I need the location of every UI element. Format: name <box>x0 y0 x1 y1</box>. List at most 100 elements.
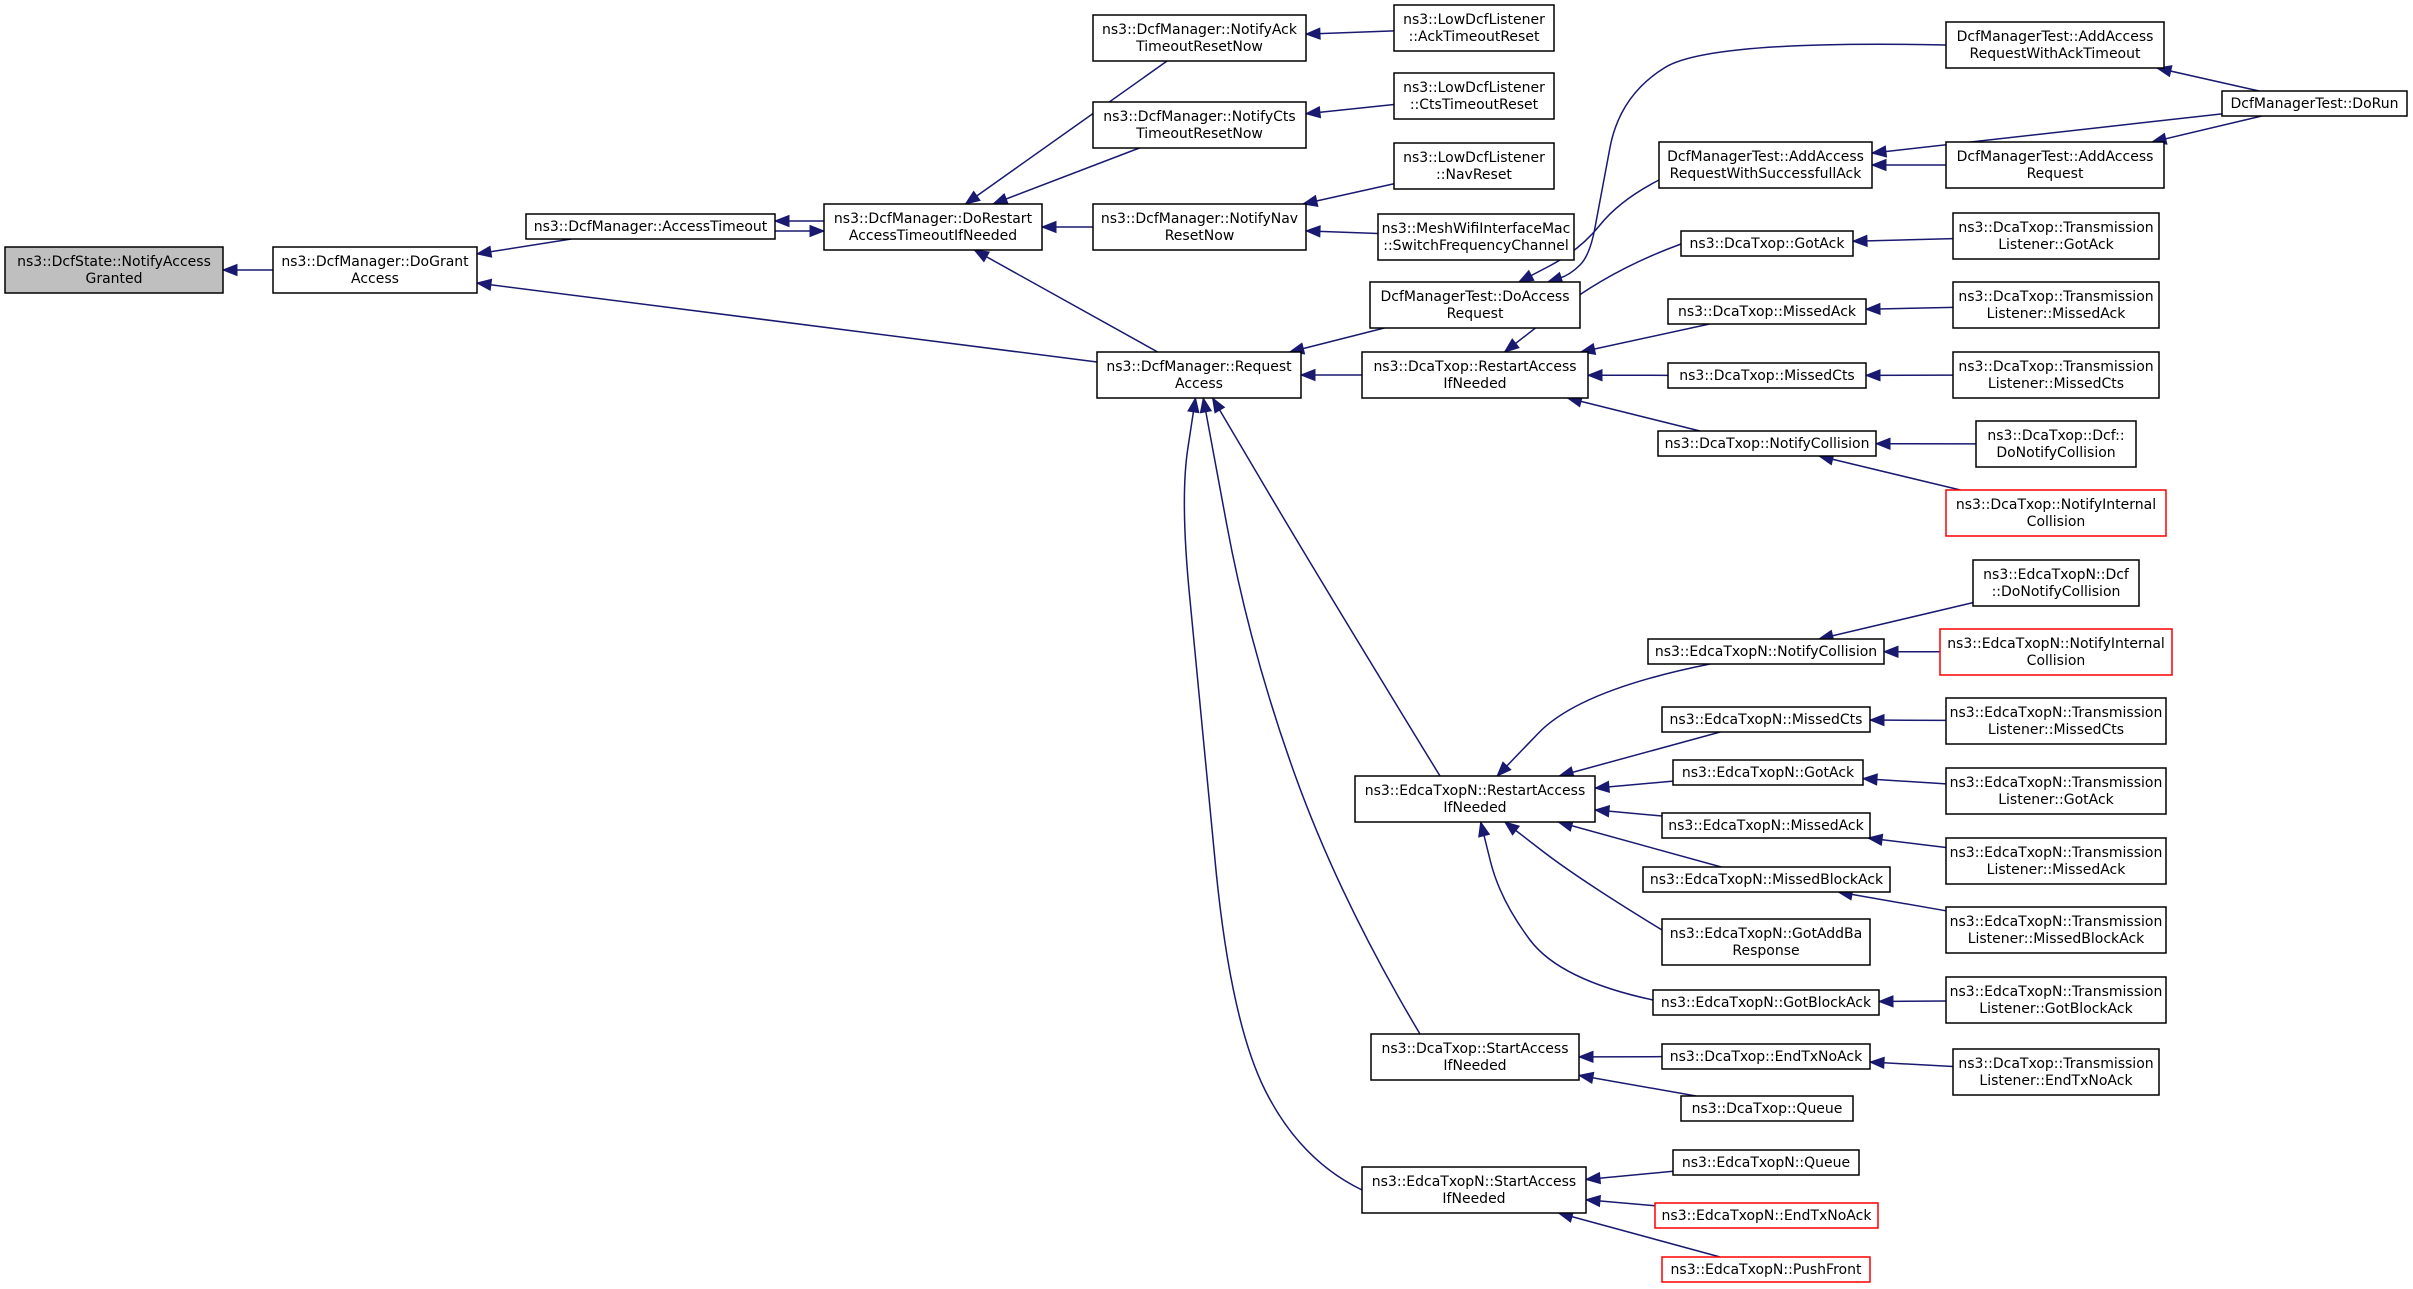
node-accessTimeout[interactable]: ns3::DcfManager::AccessTimeout <box>525 213 776 240</box>
node-edcaMissedBlock[interactable]: ns3::EdcaTxopN::MissedBlockAck <box>1642 866 1891 893</box>
edge-arrowhead <box>1496 761 1512 777</box>
node-dcaTlGotAck[interactable]: ns3::DcaTxop::TransmissionListener::GotA… <box>1952 212 2160 260</box>
edge-arrowhead <box>991 192 1009 205</box>
node-edcaNotifyColl[interactable]: ns3::EdcaTxopN::NotifyCollision <box>1647 638 1885 665</box>
node-edcaDcfColl[interactable]: ns3::EdcaTxopN::Dcf::DoNotifyCollision <box>1972 559 2140 607</box>
node-box <box>1377 213 1575 261</box>
node-label-line: Listener::GotAck <box>1998 237 2114 253</box>
node-box <box>1945 976 2167 1024</box>
edge-line <box>1504 821 1663 931</box>
node-box <box>1975 420 2137 468</box>
edge-mesh-to-notifyNav <box>1304 225 1379 238</box>
node-dcaNotifyColl[interactable]: ns3::DcaTxop::NotifyCollision <box>1657 430 1877 457</box>
edge-edcaMissedCts-to-edcaRestart <box>1557 731 1721 779</box>
node-edcaTlMissedBlock[interactable]: ns3::EdcaTxopN::TransmissionListener::Mi… <box>1945 906 2167 954</box>
node-edcaTlGotAck[interactable]: ns3::EdcaTxopN::TransmissionListener::Go… <box>1945 767 2167 815</box>
node-label-line: IfNeeded <box>1443 376 1506 392</box>
node-edcaTlGotBlock[interactable]: ns3::EdcaTxopN::TransmissionListener::Go… <box>1945 976 2167 1024</box>
node-edcaQueue[interactable]: ns3::EdcaTxopN::Queue <box>1672 1149 1860 1176</box>
edge-arrowhead <box>1211 396 1226 414</box>
edge-line <box>1305 103 1395 115</box>
edge-arrowhead <box>1586 368 1603 382</box>
edge-doGrant-to-root <box>221 263 273 277</box>
node-notifyCts[interactable]: ns3::DcfManager::NotifyCtsTimeoutResetNo… <box>1092 101 1307 149</box>
node-dcaQueue[interactable]: ns3::DcaTxop::Queue <box>1680 1095 1854 1122</box>
node-box <box>1945 767 2167 815</box>
edge-arrowhead <box>1874 437 1891 450</box>
node-label-line: RequestWithSuccessfullAck <box>1670 166 1863 182</box>
node-box <box>1393 4 1555 52</box>
node-label-line: ns3::EdcaTxopN::StartAccess <box>1372 1174 1576 1190</box>
node-dcaEndTx[interactable]: ns3::DcaTxop::EndTxNoAck <box>1661 1043 1871 1070</box>
node-label-line: DcfManagerTest::DoAccess <box>1380 289 1569 305</box>
node-dcaTlMissedCts[interactable]: ns3::DcaTxop::TransmissionListener::Miss… <box>1952 351 2160 399</box>
node-edcaTlMissedAck[interactable]: ns3::EdcaTxopN::TransmissionListener::Mi… <box>1945 837 2167 885</box>
edge-doRestart-to-accessTimeout <box>773 214 824 228</box>
node-label-line: ns3::EdcaTxopN::GotBlockAck <box>1661 995 1872 1011</box>
edge-dcaDcfColl-to-dcaNotifyColl <box>1874 437 1977 450</box>
node-label-line: Listener::MissedBlockAck <box>1968 931 2145 947</box>
node-label-line: ns3::DcaTxop::Transmission <box>1958 289 2153 305</box>
node-lowNav[interactable]: ns3::LowDcfListener::NavReset <box>1393 142 1555 190</box>
node-box <box>1945 141 2165 189</box>
node-label-line: ns3::EdcaTxopN::PushFront <box>1671 1262 1862 1278</box>
node-mesh[interactable]: ns3::MeshWifiInterfaceMac::SwitchFrequen… <box>1377 213 1575 261</box>
node-dcaDcfColl[interactable]: ns3::DcaTxop::Dcf::DoNotifyCollision <box>1975 420 2137 468</box>
node-box <box>1361 351 1589 399</box>
node-edcaMissedCts[interactable]: ns3::EdcaTxopN::MissedCts <box>1661 706 1871 733</box>
node-label-line: Listener::GotBlockAck <box>1979 1001 2133 1017</box>
node-edcaMissedAck[interactable]: ns3::EdcaTxopN::MissedAck <box>1661 812 1871 839</box>
node-dcaMissedCts[interactable]: ns3::DcaTxop::MissedCts <box>1667 362 1867 389</box>
node-label-line: ns3::DcaTxop::Transmission <box>1958 1056 2153 1072</box>
node-label-line: ::AckTimeoutReset <box>1409 29 1540 45</box>
node-box <box>823 203 1043 251</box>
node-edcaGotBlock[interactable]: ns3::EdcaTxopN::GotBlockAck <box>1652 989 1880 1016</box>
node-box <box>1945 837 2167 885</box>
node-notifyAck[interactable]: ns3::DcfManager::NotifyAckTimeoutResetNo… <box>1092 14 1307 62</box>
edge-arrowhead <box>773 214 790 228</box>
node-label-line: ::DoNotifyCollision <box>1992 584 2121 600</box>
edge-dcaTlGotAck-to-dcaGotAck <box>1851 234 1954 248</box>
node-edcaEndTx[interactable]: ns3::EdcaTxopN::EndTxNoAck <box>1654 1202 1879 1229</box>
edge-arrowhead <box>1304 27 1321 40</box>
node-box <box>1945 906 2167 954</box>
node-dcaTlMissedAck[interactable]: ns3::DcaTxop::TransmissionListener::Miss… <box>1952 281 2160 329</box>
node-lowCts[interactable]: ns3::LowDcfListener::CtsTimeoutReset <box>1393 72 1555 120</box>
node-label-line: IfNeeded <box>1442 1191 1505 1207</box>
node-dcaMissedAck[interactable]: ns3::DcaTxop::MissedAck <box>1667 298 1867 325</box>
node-testAddSucc[interactable]: DcfManagerTest::AddAccessRequestWithSucc… <box>1658 141 1873 189</box>
node-testDoRun[interactable]: DcfManagerTest::DoRun <box>2221 90 2408 117</box>
edge-line <box>2151 115 2262 143</box>
node-label-line: Access <box>351 271 399 287</box>
node-label-line: ns3::EdcaTxopN::Transmission <box>1950 775 2163 791</box>
node-edcaPushFront[interactable]: ns3::EdcaTxopN::PushFront <box>1661 1256 1871 1283</box>
node-lowAck[interactable]: ns3::LowDcfListener::AckTimeoutReset <box>1393 4 1555 52</box>
node-testAddAckTo[interactable]: DcfManagerTest::AddAccessRequestWithAckT… <box>1945 21 2165 69</box>
node-doRestart[interactable]: ns3::DcfManager::DoRestartAccessTimeoutI… <box>823 203 1043 251</box>
edge-notifyNav-to-doRestart <box>1040 220 1093 234</box>
node-edcaGotAck[interactable]: ns3::EdcaTxopN::GotAck <box>1672 759 1864 786</box>
node-label-line: ns3::DcfManager::NotifyCts <box>1103 109 1295 125</box>
node-label-line: IfNeeded <box>1443 1058 1506 1074</box>
edge-testDoRun-to-testAddAckTo <box>2155 65 2260 92</box>
node-dcaTlEndTx[interactable]: ns3::DcaTxop::TransmissionListener::EndT… <box>1952 1048 2160 1096</box>
node-label-line: ns3::DcaTxop::GotAck <box>1690 236 1846 252</box>
edge-arrowhead <box>1877 995 1894 1008</box>
node-dcaGotAck[interactable]: ns3::DcaTxop::GotAck <box>1680 230 1854 257</box>
node-box <box>1672 759 1864 786</box>
node-label-line: ns3::LowDcfListener <box>1403 80 1545 96</box>
node-edcaTlMissedCts[interactable]: ns3::EdcaTxopN::TransmissionListener::Mi… <box>1945 697 2167 745</box>
